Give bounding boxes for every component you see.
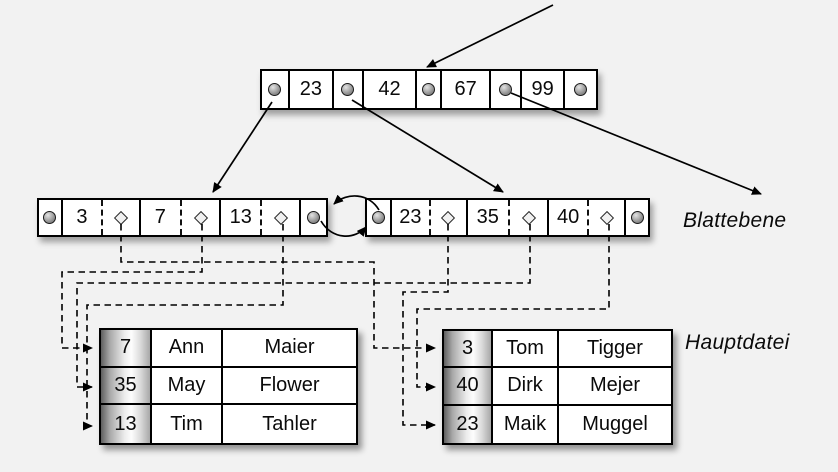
record-last-name: Tahler	[262, 412, 317, 435]
record-first-name: May	[152, 367, 223, 406]
record-pointer-cell	[510, 200, 550, 235]
leaf-key-cell: 23	[392, 200, 432, 235]
leaf-key: 13	[229, 206, 252, 228]
diamond-pointer-icon	[441, 210, 456, 225]
record-last-name: Mejer	[559, 368, 671, 406]
leaf-node-right: 23 35 40	[365, 198, 650, 237]
leaf-pointer-cell	[301, 200, 326, 235]
leaf-node-left: 3 7 13	[37, 198, 328, 237]
root-key: 42	[378, 78, 401, 100]
pointer-circle-icon	[341, 83, 355, 96]
diamond-pointer-icon	[193, 210, 208, 225]
record-pointer-cell	[589, 200, 627, 235]
record-last-name: Tigger	[559, 331, 671, 369]
record-pointer-cell	[262, 200, 302, 235]
root-key-cell-1: 23	[290, 71, 335, 108]
leaf-key: 35	[476, 206, 499, 228]
diamond-pointer-icon	[113, 210, 128, 225]
incoming-root-arrow	[426, 4, 554, 68]
leaf-pointer-cell	[367, 200, 392, 235]
record-first-name: Dirk	[493, 368, 559, 406]
pointer-circle-icon	[371, 211, 385, 224]
pointer-circle-icon	[574, 83, 588, 96]
root-to-left-leaf-arrow	[212, 101, 273, 193]
record-key: 7	[101, 330, 152, 368]
pointer-circle-icon	[268, 83, 282, 96]
root-pointer-cell-1	[262, 71, 290, 108]
record-first-name: Tom	[493, 331, 559, 369]
main-table-right: 3 Tom Tigger 40 Dirk Mejer 23 Maik Mugge…	[442, 329, 673, 445]
pointer-circle-icon	[499, 83, 513, 96]
leaf-key-cell: 7	[141, 200, 183, 235]
leaf-key-cell: 3	[63, 200, 104, 235]
record-first-name: Tim	[152, 405, 223, 443]
leaf-level-label: Blattebene	[683, 209, 787, 232]
leaf-key-cell: 13	[221, 200, 262, 235]
record-last-name: Maier	[223, 330, 356, 368]
leaf-key-cell: 35	[468, 200, 510, 235]
root-key: 99	[531, 78, 554, 100]
pointer-circle-icon	[422, 83, 436, 96]
leaf-key: 23	[399, 206, 422, 228]
main-file-label: Hauptdatei	[685, 331, 790, 354]
pointer-circle-icon	[630, 211, 644, 224]
leaf-key: 40	[557, 206, 580, 228]
leaf-key: 3	[76, 206, 88, 228]
record-key: 13	[101, 405, 152, 443]
record-first-name: Ann	[152, 330, 223, 368]
record-key: 3	[444, 331, 493, 369]
diamond-pointer-icon	[521, 210, 536, 225]
leaf-pointer-cell	[626, 200, 648, 235]
pointer-circle-icon	[307, 211, 321, 224]
record-pointer-cell	[182, 200, 222, 235]
record-key: 40	[444, 368, 493, 406]
pointer-circle-icon	[43, 211, 57, 224]
diamond-pointer-icon	[273, 210, 288, 225]
root-pointer-cell-4	[491, 71, 522, 108]
root-key-cell-3: 67	[442, 71, 492, 108]
root-pointer-cell-2	[334, 71, 364, 108]
record-last-name: Flower	[223, 368, 356, 406]
main-table-left: 7 Ann Maier 35 May Flower 13 Tim Tahler	[99, 328, 358, 445]
leaf-key-cell: 40	[549, 200, 589, 235]
record-key: 35	[101, 367, 152, 406]
record-last-name: Muggel	[582, 412, 648, 435]
root-key-cell-2: 42	[364, 71, 418, 108]
root-pointer-cell-5	[565, 71, 596, 108]
record-pointer-cell	[431, 200, 468, 235]
root-key: 23	[299, 78, 323, 100]
root-to-right-leaf-arrow	[351, 99, 504, 193]
root-key-cell-4: 99	[522, 71, 566, 108]
leaf-key: 7	[154, 206, 166, 228]
leaf-pointer-cell	[39, 200, 63, 235]
diamond-pointer-icon	[599, 210, 614, 225]
root-node: 23 42 67 99	[260, 69, 598, 110]
record-first-name: Maik	[493, 405, 559, 443]
record-key: 23	[444, 405, 493, 443]
root-key: 67	[454, 78, 477, 100]
root-pointer-cell-3	[417, 71, 442, 108]
record-pointer-cell	[103, 200, 141, 235]
